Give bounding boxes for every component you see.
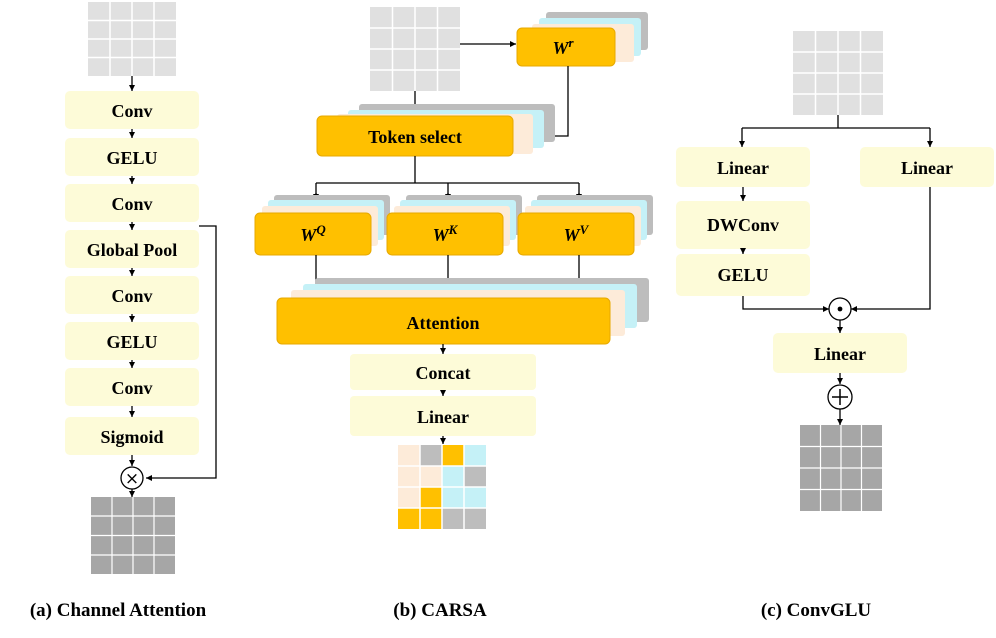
convglu-linear-left: Linear xyxy=(676,147,810,187)
svg-text:Linear: Linear xyxy=(901,158,953,178)
add-icon xyxy=(827,384,853,410)
svg-text:Conv: Conv xyxy=(111,101,152,121)
svg-text:Linear: Linear xyxy=(717,158,769,178)
svg-text:×: × xyxy=(125,469,139,489)
svg-text:DWConv: DWConv xyxy=(707,215,779,235)
ca-block-sigmoid: Sigmoid xyxy=(65,417,199,455)
wq-block: WQ xyxy=(254,195,390,256)
caption-convglu: (c) ConvGLU xyxy=(761,600,872,621)
svg-text:GELU: GELU xyxy=(106,148,157,168)
ca-input-grid xyxy=(88,2,176,76)
channel-attention-panel: Conv GELU Conv Global Pool Conv GELU xyxy=(30,2,217,621)
svg-text:Conv: Conv xyxy=(111,286,152,306)
convglu-output-grid xyxy=(800,425,882,511)
ca-skip-connection xyxy=(146,225,217,481)
svg-text:Sigmoid: Sigmoid xyxy=(100,427,163,447)
svg-text:GELU: GELU xyxy=(106,332,157,352)
concat-block: Concat xyxy=(350,354,536,390)
caption-carsa: (b) CARSA xyxy=(393,600,487,621)
svg-text:Concat: Concat xyxy=(416,363,471,383)
wr-block: Wr xyxy=(516,12,648,67)
elementwise-multiply-icon xyxy=(828,297,852,321)
svg-text:Token select: Token select xyxy=(368,127,462,147)
convglu-linear-right: Linear xyxy=(860,147,994,187)
caption-channel-attention: (a) Channel Attention xyxy=(30,600,207,621)
carsa-panel: Wr Token select WQ WK xyxy=(254,7,653,621)
convglu-input-grid xyxy=(793,31,883,115)
attention-block: Attention xyxy=(276,278,649,345)
svg-text:WQ: WQ xyxy=(300,222,326,245)
ca-block-gelu-2: GELU xyxy=(65,322,199,360)
svg-text:Conv: Conv xyxy=(111,378,152,398)
svg-text:Wr: Wr xyxy=(552,35,574,58)
ca-block-conv-3: Conv xyxy=(65,276,199,314)
convglu-linear-out: Linear xyxy=(773,333,907,373)
ca-block-gelu-1: GELU xyxy=(65,138,199,176)
multiply-icon: × xyxy=(120,466,144,490)
svg-text:Linear: Linear xyxy=(417,407,469,427)
svg-text:Global Pool: Global Pool xyxy=(87,240,178,260)
svg-text:Attention: Attention xyxy=(407,313,480,333)
carsa-linear-block: Linear xyxy=(350,396,536,436)
convglu-panel: Linear DWConv GELU Linear Linear xyxy=(676,31,994,621)
convglu-gelu: GELU xyxy=(676,254,810,296)
ca-block-conv-1: Conv xyxy=(65,91,199,129)
carsa-output-grid xyxy=(398,445,486,529)
svg-text:Linear: Linear xyxy=(814,344,866,364)
wv-block: WV xyxy=(517,195,653,256)
ca-block-conv-4: Conv xyxy=(65,368,199,406)
ca-block-global-pool: Global Pool xyxy=(65,230,199,268)
wk-block: WK xyxy=(386,195,522,256)
convglu-dwconv: DWConv xyxy=(676,201,810,249)
svg-text:Conv: Conv xyxy=(111,194,152,214)
ca-output-grid xyxy=(91,497,175,574)
token-select-block: Token select xyxy=(316,104,555,157)
carsa-input-grid xyxy=(370,7,460,91)
svg-text:WV: WV xyxy=(564,222,590,245)
ca-block-conv-2: Conv xyxy=(65,184,199,222)
svg-text:WK: WK xyxy=(433,222,459,245)
svg-text:GELU: GELU xyxy=(717,265,768,285)
